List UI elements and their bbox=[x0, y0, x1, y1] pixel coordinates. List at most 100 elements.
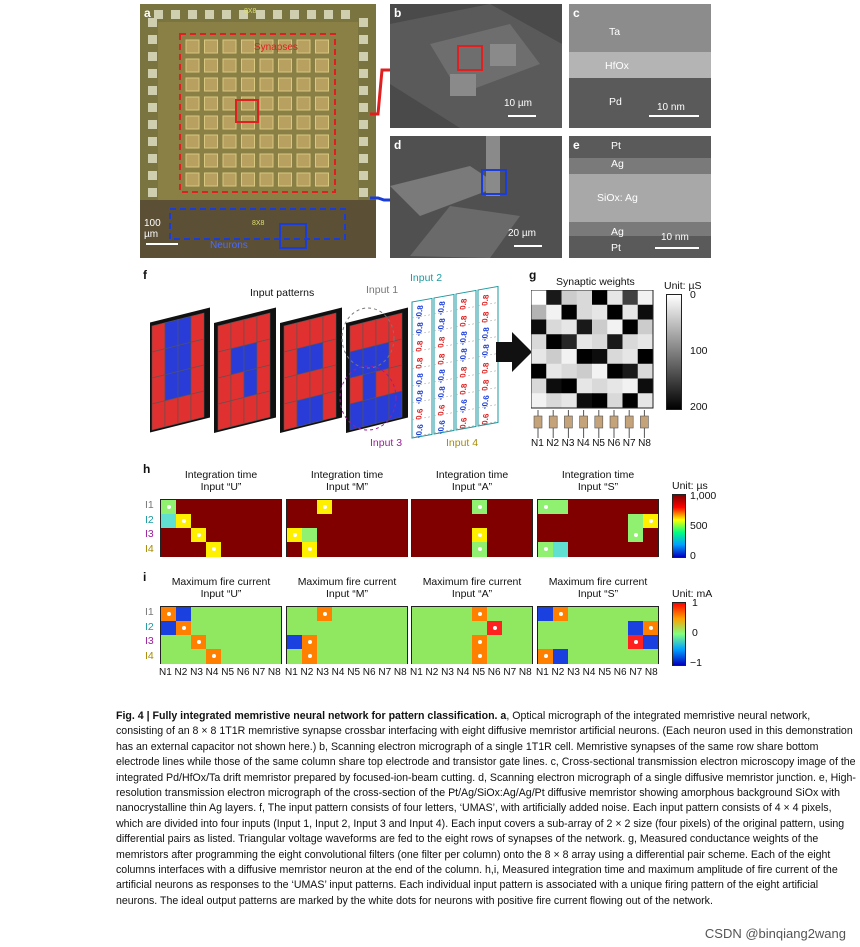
ideal-output-dot bbox=[211, 547, 216, 551]
heatmap-cell bbox=[517, 500, 533, 515]
pad bbox=[148, 86, 157, 95]
input-value: 0.6 bbox=[436, 404, 447, 416]
i-heatmap-3 bbox=[411, 606, 533, 664]
crossbar-cell bbox=[315, 115, 329, 130]
weight-cell bbox=[531, 393, 547, 409]
heatmap-cell bbox=[583, 542, 599, 557]
weight-cell bbox=[546, 363, 562, 379]
heatmap-cell bbox=[236, 542, 252, 557]
heatmap-cell bbox=[302, 621, 318, 636]
crossbar-cell bbox=[278, 153, 292, 168]
heatmap-cell bbox=[206, 500, 222, 515]
weight-cell bbox=[561, 349, 578, 365]
input-value: -0.8 bbox=[436, 386, 447, 401]
heatmap-cell bbox=[266, 621, 282, 636]
heatmap-cell bbox=[457, 649, 473, 664]
pad bbox=[256, 10, 265, 19]
heatmap-cell bbox=[598, 528, 614, 543]
weight-cell bbox=[576, 334, 593, 350]
heatmap-cell bbox=[176, 607, 192, 622]
heatmap-cell bbox=[583, 528, 599, 543]
heatmap-cell bbox=[191, 621, 207, 636]
row-label-i1: I1 bbox=[145, 499, 154, 511]
heatmap-cell bbox=[191, 607, 207, 622]
neuron-device bbox=[579, 415, 588, 429]
heatmap-cell bbox=[317, 514, 333, 529]
pattern-pixel bbox=[151, 348, 166, 379]
pattern-pixel bbox=[243, 341, 258, 372]
pattern-pixel bbox=[151, 374, 166, 405]
heatmap-cell bbox=[538, 635, 554, 650]
crossbar-cell bbox=[278, 172, 292, 187]
heatmap-cell bbox=[317, 635, 333, 650]
heatmap-cell bbox=[392, 528, 408, 543]
pattern-pixel bbox=[296, 397, 311, 428]
pattern-pixel bbox=[177, 393, 192, 424]
heatmap-cell bbox=[392, 635, 408, 650]
heatmap-cell bbox=[643, 635, 659, 650]
panel-label-h: h bbox=[143, 462, 151, 476]
pattern-pixel bbox=[309, 315, 324, 346]
heatmap-cell bbox=[347, 607, 363, 622]
crossbar-cell bbox=[241, 153, 255, 168]
pad bbox=[222, 10, 231, 19]
heatmap-cell bbox=[362, 542, 378, 557]
crossbar-cell bbox=[241, 134, 255, 149]
crossbar-cell bbox=[278, 115, 292, 130]
i-unit: Unit: mA bbox=[672, 588, 713, 600]
weight-cell bbox=[607, 378, 623, 394]
heatmap-cell bbox=[487, 635, 503, 650]
heatmap-cell bbox=[412, 607, 428, 622]
pad bbox=[341, 10, 350, 19]
heatmap-cell bbox=[266, 542, 282, 557]
heatmap-cell bbox=[487, 514, 503, 529]
heatmap-cell bbox=[517, 514, 533, 529]
heatmap-cell bbox=[628, 607, 644, 622]
weight-cell bbox=[592, 319, 608, 335]
neuron-axis-labels: N1 N2 N3 N4 N5 N6 N7 N8 bbox=[410, 667, 532, 678]
weight-cell bbox=[607, 349, 623, 365]
heatmap-cell bbox=[502, 542, 518, 557]
weight-cell bbox=[546, 349, 562, 365]
tem-image-e bbox=[569, 136, 711, 258]
pattern-pixel bbox=[230, 319, 245, 350]
heatmap-cell bbox=[613, 514, 629, 529]
layer-pt-top: Pt bbox=[611, 140, 621, 152]
crossbar-cell bbox=[296, 172, 311, 187]
pattern-pixel bbox=[309, 367, 324, 398]
heatmap-cell bbox=[643, 500, 659, 515]
micrograph-e: e Pt Ag SiOx: Ag Ag Pt 10 nm bbox=[569, 136, 711, 258]
heatmap-cell bbox=[583, 649, 599, 664]
g-colorbar bbox=[666, 294, 682, 410]
heatmap-cell bbox=[568, 649, 584, 664]
weight-cell bbox=[531, 334, 547, 350]
pattern-pixel bbox=[217, 400, 232, 431]
crossbar-cell bbox=[222, 96, 237, 111]
crossbar-cell bbox=[204, 96, 218, 111]
heatmap-cell bbox=[251, 514, 267, 529]
heatmap-cell bbox=[457, 607, 473, 622]
heatmap-cell bbox=[362, 607, 378, 622]
input-pattern-2 bbox=[214, 307, 276, 433]
heatmap-cell bbox=[236, 621, 252, 636]
heatmap-cell bbox=[502, 528, 518, 543]
heatmap-cell bbox=[598, 621, 614, 636]
crossbar-cell bbox=[204, 134, 218, 149]
heatmap-cell bbox=[442, 649, 458, 664]
heatmap-cell bbox=[377, 528, 393, 543]
weight-cell bbox=[637, 349, 654, 365]
heatmap-cell bbox=[553, 514, 569, 529]
input-value: -0.6 bbox=[480, 395, 491, 410]
heatmap-cell bbox=[287, 514, 303, 529]
synaptic-weights-heatmap bbox=[531, 290, 654, 409]
layer-ag-top: Ag bbox=[611, 158, 624, 170]
input-value: 0.8 bbox=[436, 336, 447, 348]
ideal-output-dot bbox=[292, 533, 297, 537]
ideal-output-dot bbox=[477, 505, 482, 509]
heatmap-cell bbox=[568, 500, 584, 515]
crossbar-cell bbox=[296, 153, 311, 168]
crossbar-cell bbox=[315, 77, 329, 92]
heatmap-cell bbox=[487, 500, 503, 515]
pad bbox=[171, 10, 180, 19]
heatmap-cell bbox=[538, 514, 554, 529]
